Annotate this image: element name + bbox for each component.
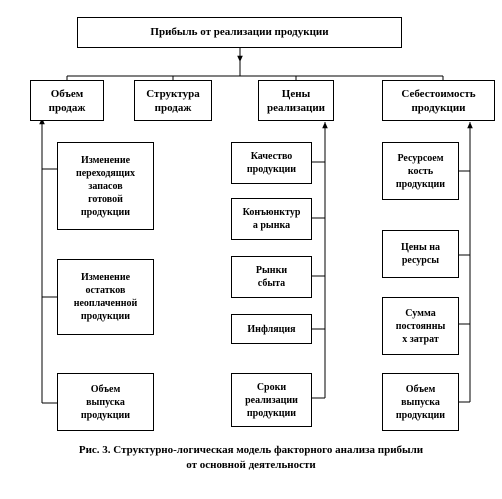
- cost-factor-box: Ресурсоем кость продукции: [382, 142, 459, 200]
- price-factor-box: Качество продукции: [231, 142, 312, 184]
- cost-factor-box: Цены на ресурсы: [382, 230, 459, 278]
- price-factor-box: Инфляция: [231, 314, 312, 344]
- prices-header-box: Цены реализации: [258, 80, 334, 121]
- structure-header-box: Структура продаж: [134, 80, 212, 121]
- cost-factor-box: Сумма постоянны х затрат: [382, 297, 459, 355]
- volume-factor-box: Объем выпуска продукции: [57, 373, 154, 431]
- volume-factor-box: Изменение переходящих запасов готовой пр…: [57, 142, 154, 230]
- price-factor-box: Конъюнктур а рынка: [231, 198, 312, 240]
- price-factor-box: Сроки реализации продукции: [231, 373, 312, 427]
- profit-box: Прибыль от реализации продукции: [77, 17, 402, 48]
- cost-header-box: Себестоимость продукции: [382, 80, 495, 121]
- cost-factor-box: Объем выпуска продукции: [382, 373, 459, 431]
- price-factor-box: Рынки сбыта: [231, 256, 312, 298]
- volume-header-box: Объем продаж: [30, 80, 104, 121]
- figure-caption: Рис. 3. Структурно-логическая модель фак…: [78, 444, 424, 471]
- volume-factor-box: Изменение остатков неоплаченной продукци…: [57, 259, 154, 335]
